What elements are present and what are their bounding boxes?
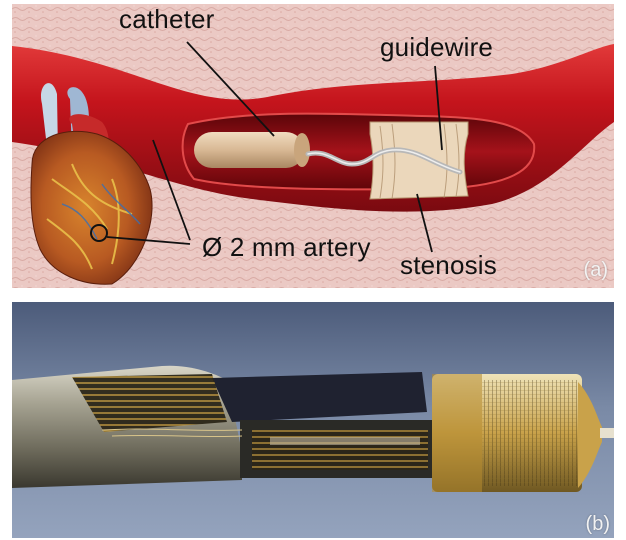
artery-label: Ø 2 mm artery	[202, 234, 371, 260]
stenosis-label: stenosis	[400, 252, 497, 278]
guidewire-label: guidewire	[380, 34, 493, 60]
catheter-tip	[294, 133, 310, 167]
catheter-photo	[12, 302, 614, 538]
panel-b-catheter-photo: (b)	[12, 302, 614, 538]
panel-a-artery-illustration: catheter guidewire Ø 2 mm artery stenosi…	[12, 4, 614, 288]
guidewire-end	[600, 428, 614, 438]
panel-b-tag: (b)	[586, 514, 610, 534]
catheter-body	[194, 132, 304, 168]
panel-a-tag: (a)	[584, 260, 608, 280]
catheter-label: catheter	[119, 6, 215, 32]
stenosis-plaque	[370, 122, 468, 199]
